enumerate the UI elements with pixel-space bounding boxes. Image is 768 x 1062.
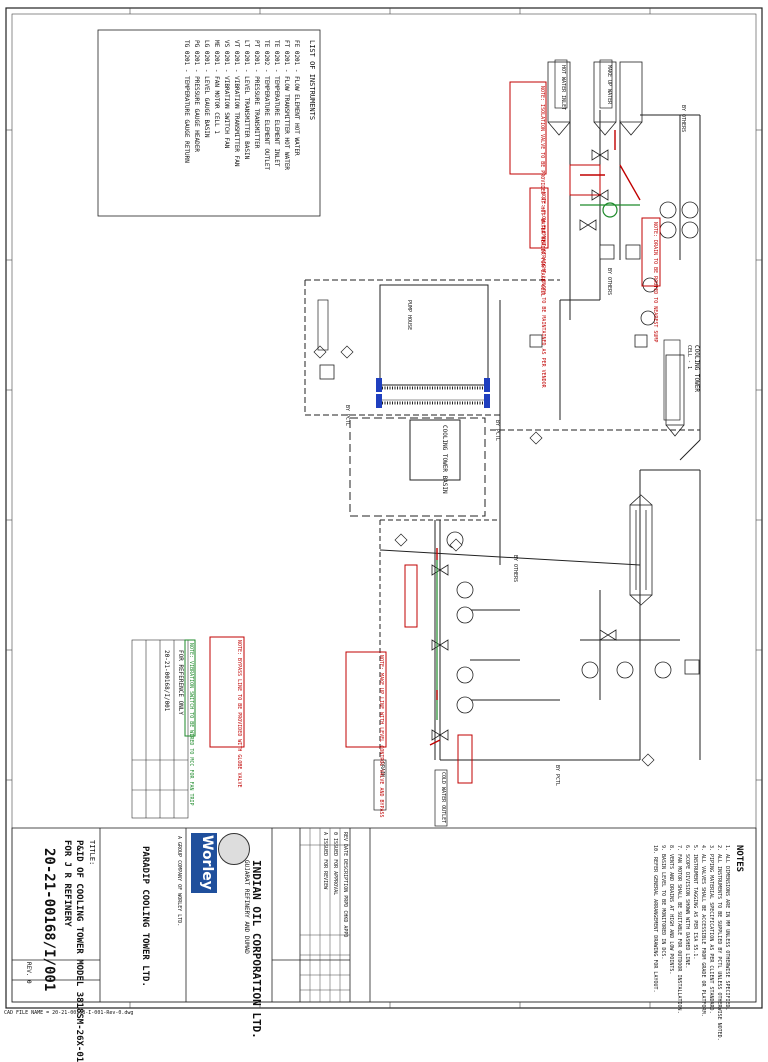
client-unit: GUJARAT REFINERY AND DUMAD <box>243 860 250 954</box>
rev-col-appd: APPD <box>342 925 348 938</box>
red-note-2: NOTE: FLOW ELEMENT STRAIGHT LENGTH TO BE… <box>540 192 546 388</box>
instrument-item: PT 0201 - PRESSURE TRANSMITTER <box>253 40 260 149</box>
cad-file-name: CAD FILE NAME = 20-21-00168-I-001-Rev-0.… <box>4 1010 134 1016</box>
red-note-5: NOTE: MAKE UP LINE WITH LEVEL CONTROL VA… <box>378 655 384 818</box>
valves <box>431 149 617 741</box>
instrument-item: VT 0201 - VIBRATION TRANSMITTER FAN <box>233 40 240 167</box>
green-callout-box <box>184 639 196 737</box>
label-cold-water-outlet: COLD WATER OUTLET <box>440 772 446 824</box>
red-callouts <box>209 81 661 784</box>
note-1: 1. ALL DIMENSIONS ARE IN MM UNLESS OTHER… <box>724 845 730 1011</box>
instrument-item: FE 0201 - FLOW ELEMENT HOT WATER <box>293 40 300 156</box>
note-9: 9. BASIN LEVEL TO BE MONITORED IN DCS. <box>660 845 666 960</box>
info-drawing-no: 20-21-00168/I/001 <box>163 650 170 712</box>
red-lines <box>429 130 641 746</box>
rev-row-0-desc: ISSUED FOR APPROVAL <box>332 838 338 896</box>
label-hot-water-inlet: HOT WATER INLET <box>560 65 566 111</box>
rev-col-prpd: PRPD <box>342 895 348 908</box>
title-line-2: FOR J R REFINERY <box>62 840 72 927</box>
highlighted-flanges <box>376 378 490 408</box>
left-info-strip <box>131 639 189 819</box>
note-7: 7. FAN MOTOR SHALL BE SUITABLE FOR OUTDO… <box>676 845 682 1014</box>
rev-row-1: A ISSUED FOR REVIEW <box>322 832 328 889</box>
label-makeup-water: MAKE UP WATER <box>606 65 612 105</box>
label-cooling-tower: COOLING TOWER <box>693 345 700 392</box>
note-8: 8. VENTS AND DRAINS AT HIGH AND LOW POIN… <box>668 845 674 975</box>
instrument-item: TG 0201 - TEMPERATURE GAUGE RETURN <box>183 40 190 163</box>
note-2: 2. ALL INSTRUMENTS TO BE SUPPLIED BY PCT… <box>716 845 722 1041</box>
rev-header: REV DATE DESCRIPTION PRPD CHKD APPD <box>342 832 348 937</box>
title-line-1: P&ID OF COOLING TOWER MODEL 3818SM-26X-0… <box>74 840 84 1062</box>
rev-col-rev: REV <box>342 832 348 842</box>
label-by-pctl: BY PCTL <box>494 420 500 442</box>
sheet-border <box>5 7 763 1009</box>
cooling-tower-symbol <box>547 61 685 606</box>
consultant-note: A GROUP COMPANY OF WORLEY LTD. <box>176 836 182 927</box>
label-by-pctl: BY PCTL <box>554 765 560 787</box>
sheet-inner-border <box>11 13 757 1003</box>
instrument-item: ME 0201 - FAN MOTOR CELL 1 <box>213 40 220 134</box>
title-label: TITLE: <box>88 840 96 866</box>
note-10: 10. REFER GENERAL ARRANGEMENT DRAWING FO… <box>652 845 658 993</box>
green-note: NOTE: VIBRATION SWITCH TO BE WIRED TO MC… <box>188 643 194 806</box>
note-3: 3. PIPING MATERIAL SPECIFICATION AS PER … <box>708 845 714 1014</box>
title-block <box>11 827 757 1003</box>
label-by-pctl: BY PCTL <box>344 405 350 427</box>
tag-boxes <box>317 59 681 827</box>
label-pump-house: PUMP HOUSE <box>406 300 412 331</box>
hatch-bars <box>382 384 484 405</box>
instrument-item: PG 0201 - PRESSURE GAUGE HEADER <box>193 40 200 152</box>
process-lines <box>304 110 701 761</box>
instrument-bubbles <box>319 201 700 714</box>
client-name: INDIAN OIL CORPORATION LTD. <box>250 860 263 1039</box>
revision: REV. 0 <box>25 962 32 984</box>
red-note-4: NOTE: BYPASS LINE TO BE PROVIDED WITH GL… <box>236 640 242 788</box>
rev-col-chkd: CHKD <box>342 910 348 923</box>
note-5: 5. INSTRUMENT TAGGING AS PER ISA S5.1. <box>692 845 698 960</box>
instrument-list-title: LIST OF INSTRUMENTS <box>308 40 316 121</box>
rev-col-desc: DESCRIPTION <box>342 859 348 893</box>
rev-row-1-desc: ISSUED FOR REVIEW <box>322 838 328 890</box>
project-name: PARADIP COOLING TOWER LTD. <box>140 846 150 987</box>
rev-row-0-rev: 0 <box>332 832 338 836</box>
label-by-others: BY OTHERS <box>606 268 612 296</box>
drawing-number: 20-21-00168/I/001 <box>41 848 57 992</box>
instrument-item: FT 0201 - FLOW TRANSMITTER HOT WATER <box>283 40 290 171</box>
red-note-3: NOTE: DRAIN TO BE ROUTED TO NEAREST SUMP <box>652 222 658 343</box>
for-reference: FOR REFERENCE ONLY <box>177 650 184 716</box>
client-logo <box>218 833 250 865</box>
instrument-item: LG 0201 - LEVEL GAUGE BASIN <box>203 40 210 138</box>
label-cell: CELL - 1 <box>686 345 692 370</box>
label-basin: COOLING TOWER BASIN <box>441 425 448 494</box>
instrument-item: TE 0202 - TEMPERATURE ELEMENT OUTLET <box>263 40 270 171</box>
drawing-sheet: NOTES 1. ALL DIMENSIONS ARE IN MM UNLESS… <box>4 7 763 1062</box>
label-by-others: BY OTHERS <box>512 555 518 583</box>
pid-diagram <box>5 7 763 1009</box>
rev-row-1-rev: A <box>322 832 328 836</box>
note-6: 6. SCOPE DIVISION SHOWN WITH DASHED LINE… <box>684 845 690 969</box>
note-4: 4. ALL VALVES SHALL BE ACCESSIBLE FROM G… <box>700 845 706 1017</box>
label-by-others: BY OTHERS <box>680 105 686 133</box>
notes-heading: NOTES <box>734 845 744 873</box>
instrument-list-box <box>97 29 321 217</box>
instrument-item: VS 0201 - VIBRATION SWITCH FAN <box>223 40 230 149</box>
worley-logo: Worley <box>191 833 217 893</box>
revision-table-grid <box>300 828 350 1002</box>
rev-col-date: DATE <box>342 844 348 857</box>
interlock-diamonds <box>313 345 655 767</box>
grid-ticks <box>6 8 762 1008</box>
instrument-item: TE 0201 - TEMPERATURE ELEMENT INLET <box>273 40 280 167</box>
rev-row-0: 0 ISSUED FOR APPROVAL <box>332 832 338 895</box>
instrument-item: LT 0201 - LEVEL TRANSMITTER BASIN <box>243 40 250 160</box>
